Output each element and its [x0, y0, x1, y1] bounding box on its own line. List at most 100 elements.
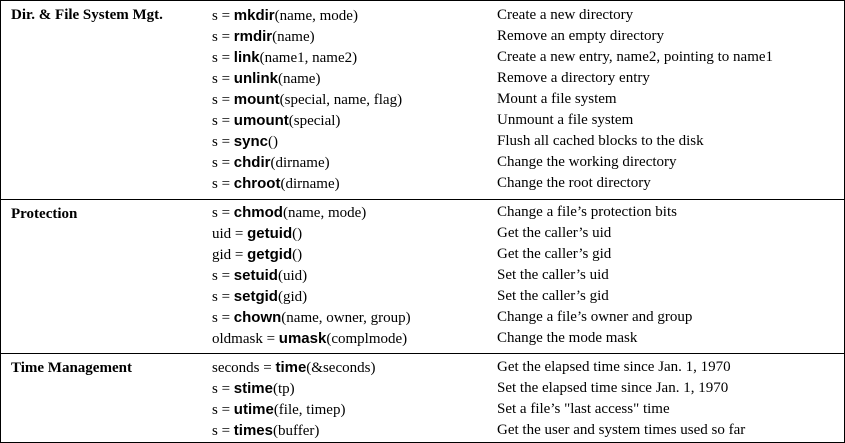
- return-var: s =: [212, 402, 234, 418]
- call-signature: s = sync(): [212, 133, 278, 151]
- return-var: s =: [212, 423, 234, 439]
- table-row: s = unlink(name) Remove a directory entr…: [1, 70, 844, 91]
- call-description: Change a file’s owner and group: [497, 309, 693, 325]
- table-row: s = link(name1, name2) Create a new entr…: [1, 49, 844, 70]
- return-var: seconds =: [212, 360, 276, 376]
- table-row: s = umount(special) Unmount a file syste…: [1, 112, 844, 133]
- return-var: s =: [212, 155, 234, 171]
- call-description: Get the user and system times used so fa…: [497, 422, 746, 438]
- call-signature: uid = getuid(): [212, 225, 302, 243]
- return-var: s =: [212, 289, 234, 305]
- table-row: s = utime(file, timep) Set a file’s "las…: [1, 401, 844, 422]
- call-signature: s = chdir(dirname): [212, 154, 330, 172]
- return-var: s =: [212, 71, 234, 87]
- call-args: (buffer): [272, 423, 320, 439]
- call-args: (name): [277, 71, 321, 87]
- table-row: s = mount(special, name, flag) Mount a f…: [1, 91, 844, 112]
- function-name: getuid: [247, 225, 293, 242]
- function-name: times: [233, 422, 273, 439]
- call-description: Create a new entry, name2, pointing to n…: [497, 49, 774, 65]
- call-signature: oldmask = umask(complmode): [212, 330, 407, 348]
- table-row: s = stime(tp) Set the elapsed time since…: [1, 380, 844, 401]
- category-label: Protection: [11, 206, 78, 222]
- call-signature: s = times(buffer): [212, 422, 319, 440]
- function-name: utime: [233, 401, 274, 418]
- table-row: uid = getuid() Get the caller’s uid: [1, 225, 844, 246]
- call-args: (gid): [277, 289, 308, 305]
- call-description: Remove a directory entry: [497, 70, 650, 86]
- table-row: s = chdir(dirname) Change the working di…: [1, 154, 844, 175]
- call-description: Unmount a file system: [497, 112, 634, 128]
- function-name: umount: [233, 112, 289, 129]
- call-description: Get the elapsed time since Jan. 1, 1970: [497, 359, 731, 375]
- call-description: Flush all cached blocks to the disk: [497, 133, 704, 149]
- call-description: Set the caller’s gid: [497, 288, 609, 304]
- call-args: (uid): [277, 268, 308, 284]
- call-description: Get the caller’s gid: [497, 246, 612, 262]
- table-row: seconds = time(&seconds) Get the elapsed…: [1, 359, 844, 380]
- return-var: oldmask =: [212, 331, 279, 347]
- category-label: Dir. & File System Mgt.: [11, 7, 163, 23]
- function-name: unlink: [233, 70, 278, 87]
- call-description: Set the caller’s uid: [497, 267, 609, 283]
- return-var: s =: [212, 268, 234, 284]
- call-description: Change a file’s protection bits: [497, 204, 677, 220]
- function-name: stime: [233, 380, 273, 397]
- call-args: (dirname): [270, 155, 330, 171]
- call-args: (name): [272, 29, 315, 45]
- function-name: time: [275, 359, 307, 376]
- return-var: s =: [212, 176, 234, 192]
- table-row: s = mkdir(name, mode) Create a new direc…: [1, 7, 844, 28]
- call-args: (complmode): [326, 331, 408, 347]
- function-name: setuid: [233, 267, 278, 284]
- table-row: s = rmdir(name) Remove an empty director…: [1, 28, 844, 49]
- call-signature: gid = getgid(): [212, 246, 302, 264]
- call-args: (): [292, 226, 303, 242]
- call-description: Get the caller’s uid: [497, 225, 612, 241]
- call-args: (dirname): [280, 176, 340, 192]
- function-name: chown: [233, 309, 282, 326]
- group-dir-file-system: Dir. & File System Mgt. s = mkdir(name, …: [1, 1, 844, 200]
- table-row: s = sync() Flush all cached blocks to th…: [1, 133, 844, 154]
- return-var: s =: [212, 8, 234, 24]
- call-signature: s = stime(tp): [212, 380, 295, 398]
- call-signature: s = chown(name, owner, group): [212, 309, 411, 327]
- function-name: setgid: [233, 288, 278, 305]
- call-description: Change the mode mask: [497, 330, 638, 346]
- call-signature: s = link(name1, name2): [212, 49, 357, 67]
- return-var: s =: [212, 310, 234, 326]
- call-signature: s = chmod(name, mode): [212, 204, 366, 222]
- call-signature: s = chroot(dirname): [212, 175, 340, 193]
- call-description: Change the working directory: [497, 154, 677, 170]
- category-label: Time Management: [11, 360, 132, 376]
- call-signature: s = mkdir(name, mode): [212, 7, 358, 25]
- return-var: s =: [212, 205, 234, 221]
- return-var: gid =: [212, 247, 248, 263]
- function-name: sync: [233, 133, 268, 150]
- call-args: (special, name, flag): [279, 92, 403, 108]
- table-row: s = chmod(name, mode) Change a file’s pr…: [1, 204, 844, 225]
- function-name: getgid: [247, 246, 293, 263]
- call-signature: s = utime(file, timep): [212, 401, 345, 419]
- function-name: mkdir: [233, 7, 275, 24]
- function-name: rmdir: [233, 28, 273, 45]
- return-var: uid =: [212, 226, 248, 242]
- call-signature: s = setgid(gid): [212, 288, 307, 306]
- function-name: chroot: [233, 175, 281, 192]
- return-var: s =: [212, 29, 234, 45]
- return-var: s =: [212, 113, 234, 129]
- call-args: (name, mode): [274, 8, 358, 24]
- call-signature: s = mount(special, name, flag): [212, 91, 402, 109]
- call-signature: seconds = time(&seconds): [212, 359, 375, 377]
- return-var: s =: [212, 134, 234, 150]
- table-row: s = setgid(gid) Set the caller’s gid: [1, 288, 844, 309]
- function-name: link: [233, 49, 260, 66]
- call-args: (special): [288, 113, 341, 129]
- return-var: s =: [212, 92, 234, 108]
- table-row: s = times(buffer) Get the user and syste…: [1, 422, 844, 443]
- call-description: Mount a file system: [497, 91, 617, 107]
- function-name: chmod: [233, 204, 283, 221]
- function-name: chdir: [233, 154, 271, 171]
- function-name: mount: [233, 91, 280, 108]
